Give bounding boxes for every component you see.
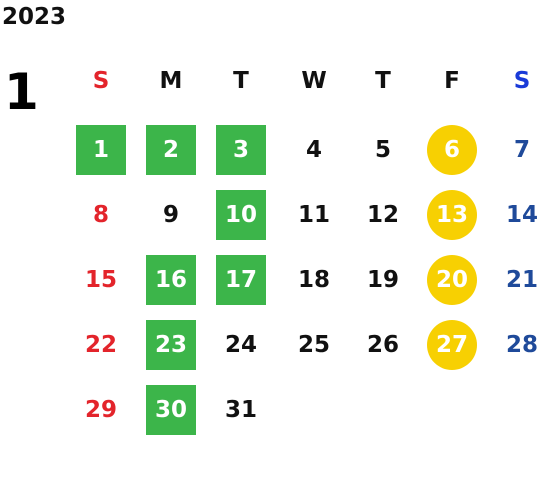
date-cell[interactable]: 26 — [366, 332, 399, 358]
weekday-header: F — [444, 68, 460, 94]
date-cell[interactable]: 19 — [366, 267, 399, 293]
weekday-header: S — [513, 68, 531, 94]
date-cell[interactable]: 12 — [366, 202, 399, 228]
holiday-date-cell[interactable]: 3 — [216, 125, 266, 175]
weekday-header: S — [92, 68, 110, 94]
date-cell[interactable]: 8 — [92, 202, 109, 228]
holiday-date-cell[interactable]: 2 — [146, 125, 196, 175]
holiday-date-cell[interactable]: 1 — [76, 125, 126, 175]
holiday-date-cell[interactable]: 16 — [146, 255, 196, 305]
weekday-header: T — [233, 68, 249, 94]
holiday-date-cell[interactable]: 10 — [216, 190, 266, 240]
date-cell[interactable]: 11 — [297, 202, 330, 228]
date-cell[interactable]: 15 — [84, 267, 117, 293]
holiday-date-cell[interactable]: 23 — [146, 320, 196, 370]
date-cell[interactable]: 22 — [84, 332, 117, 358]
date-cell[interactable]: 24 — [224, 332, 257, 358]
date-cell[interactable]: 28 — [505, 332, 538, 358]
highlighted-date-cell[interactable]: 13 — [427, 190, 477, 240]
date-cell[interactable]: 9 — [162, 202, 179, 228]
date-cell[interactable]: 29 — [84, 397, 117, 423]
date-cell[interactable]: 21 — [505, 267, 538, 293]
year-label: 2023 — [2, 4, 67, 30]
weekday-header: W — [301, 68, 327, 94]
date-cell[interactable]: 14 — [505, 202, 538, 228]
holiday-date-cell[interactable]: 17 — [216, 255, 266, 305]
highlighted-date-cell[interactable]: 20 — [427, 255, 477, 305]
weekday-header: T — [375, 68, 391, 94]
weekday-header: M — [159, 68, 183, 94]
date-cell[interactable]: 18 — [297, 267, 330, 293]
holiday-date-cell[interactable]: 30 — [146, 385, 196, 435]
highlighted-date-cell[interactable]: 27 — [427, 320, 477, 370]
highlighted-date-cell[interactable]: 6 — [427, 125, 477, 175]
date-cell[interactable]: 25 — [297, 332, 330, 358]
date-cell[interactable]: 4 — [305, 137, 322, 163]
date-cell[interactable]: 5 — [374, 137, 391, 163]
date-cell[interactable]: 31 — [224, 397, 257, 423]
date-cell[interactable]: 7 — [513, 137, 530, 163]
month-number: 1 — [4, 63, 39, 121]
